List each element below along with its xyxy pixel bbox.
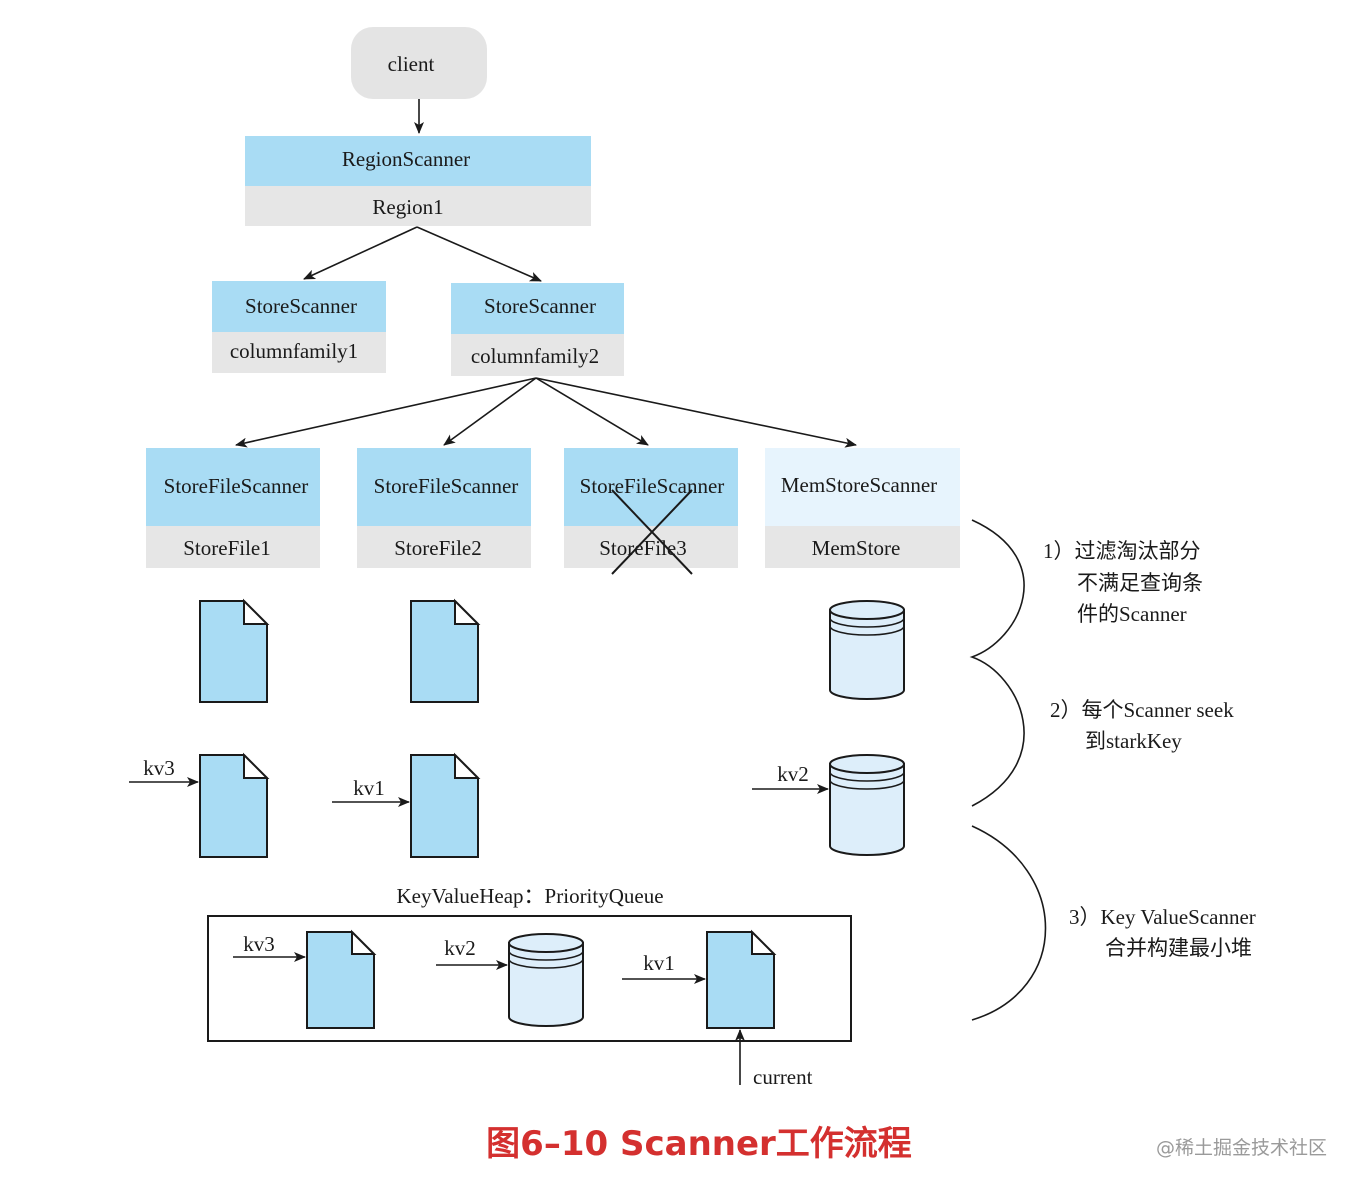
store2-to-file1-arrow	[235, 377, 537, 448]
store2-to-file3-arrow	[535, 377, 649, 446]
step1-line2: 不满足查询条	[1077, 571, 1203, 595]
step1-line1: 1）过滤淘汰部分	[1043, 539, 1201, 563]
file-icon	[706, 929, 777, 1029]
region-scanner-node: RegionScanner Region1	[245, 136, 591, 226]
step2-line1: 2）每个Scanner seek	[1050, 698, 1234, 722]
store-scanner-label-2: StoreScanner	[484, 294, 596, 318]
store-file-label-2: StoreFile2	[394, 536, 482, 560]
file-icon	[306, 929, 377, 1029]
database-icon	[829, 600, 905, 700]
store2-to-file2-arrow	[443, 377, 537, 446]
store-file-label-3: StoreFile3	[599, 536, 687, 560]
column-family-label-2: columnfamily2	[471, 344, 599, 368]
file-icon	[410, 598, 481, 703]
memstore-scanner-label: MemStoreScanner	[781, 473, 937, 497]
memstore-label: MemStore	[812, 536, 901, 560]
file-scanner-label-1: StoreFileScanner	[164, 474, 309, 498]
store-file-scanner-node-3: StoreFileScanner StoreFile3	[564, 448, 738, 575]
store-scanner-label-1: StoreScanner	[245, 294, 357, 318]
step3-line1: 3）Key ValueScanner	[1069, 905, 1256, 929]
step3-line2: 合并构建最小堆	[1105, 936, 1252, 960]
region-scanner-label: RegionScanner	[342, 147, 470, 171]
store-file-scanner-node-1: StoreFileScanner StoreFile1	[146, 448, 320, 568]
heap-kv1-label: kv1	[643, 951, 675, 975]
region-to-store1-arrow	[303, 226, 418, 280]
heap-title: KeyValueHeap：PriorityQueue	[396, 884, 663, 908]
filtered-cross-icon	[611, 489, 693, 575]
store2-to-memstore-arrow	[535, 377, 857, 448]
region-name-label: Region1	[372, 195, 443, 219]
store-scanner-node-1: StoreScanner columnfamily1	[212, 281, 386, 373]
step2-line2: 到starkKey	[1085, 729, 1182, 753]
step1-line3: 件的Scanner	[1077, 602, 1187, 626]
store-scanner-node-2: StoreScanner columnfamily2	[451, 283, 624, 376]
kv1-pointer-label: kv1	[353, 776, 385, 800]
step-3-brace	[971, 825, 1047, 1021]
heap-kv2-label: kv2	[444, 936, 476, 960]
steps-1-2-brace	[969, 519, 1025, 807]
database-icon	[829, 754, 905, 856]
region-to-store2-arrow	[416, 226, 542, 282]
kv2-pointer-label: kv2	[777, 762, 809, 786]
heap-kv3-label: kv3	[243, 932, 275, 956]
memstore-scanner-node: MemStoreScanner MemStore	[765, 448, 960, 568]
file-scanner-label-2: StoreFileScanner	[374, 474, 519, 498]
current-label: current	[753, 1065, 813, 1089]
database-icon	[508, 933, 584, 1027]
file-icon	[199, 598, 270, 703]
client-node: client	[351, 27, 487, 99]
store-file-label-1: StoreFile1	[183, 536, 271, 560]
kv3-pointer-label: kv3	[143, 756, 175, 780]
figure-caption: 图6–10 Scanner工作流程	[486, 1124, 912, 1164]
file-icon	[199, 752, 270, 858]
column-family-label-1: columnfamily1	[230, 339, 358, 363]
file-icon	[410, 752, 481, 858]
client-label: client	[388, 52, 435, 76]
watermark-text: @稀土掘金技术社区	[1156, 1137, 1327, 1159]
file-scanner-label-3: StoreFileScanner	[580, 474, 725, 498]
store-file-scanner-node-2: StoreFileScanner StoreFile2	[357, 448, 531, 568]
